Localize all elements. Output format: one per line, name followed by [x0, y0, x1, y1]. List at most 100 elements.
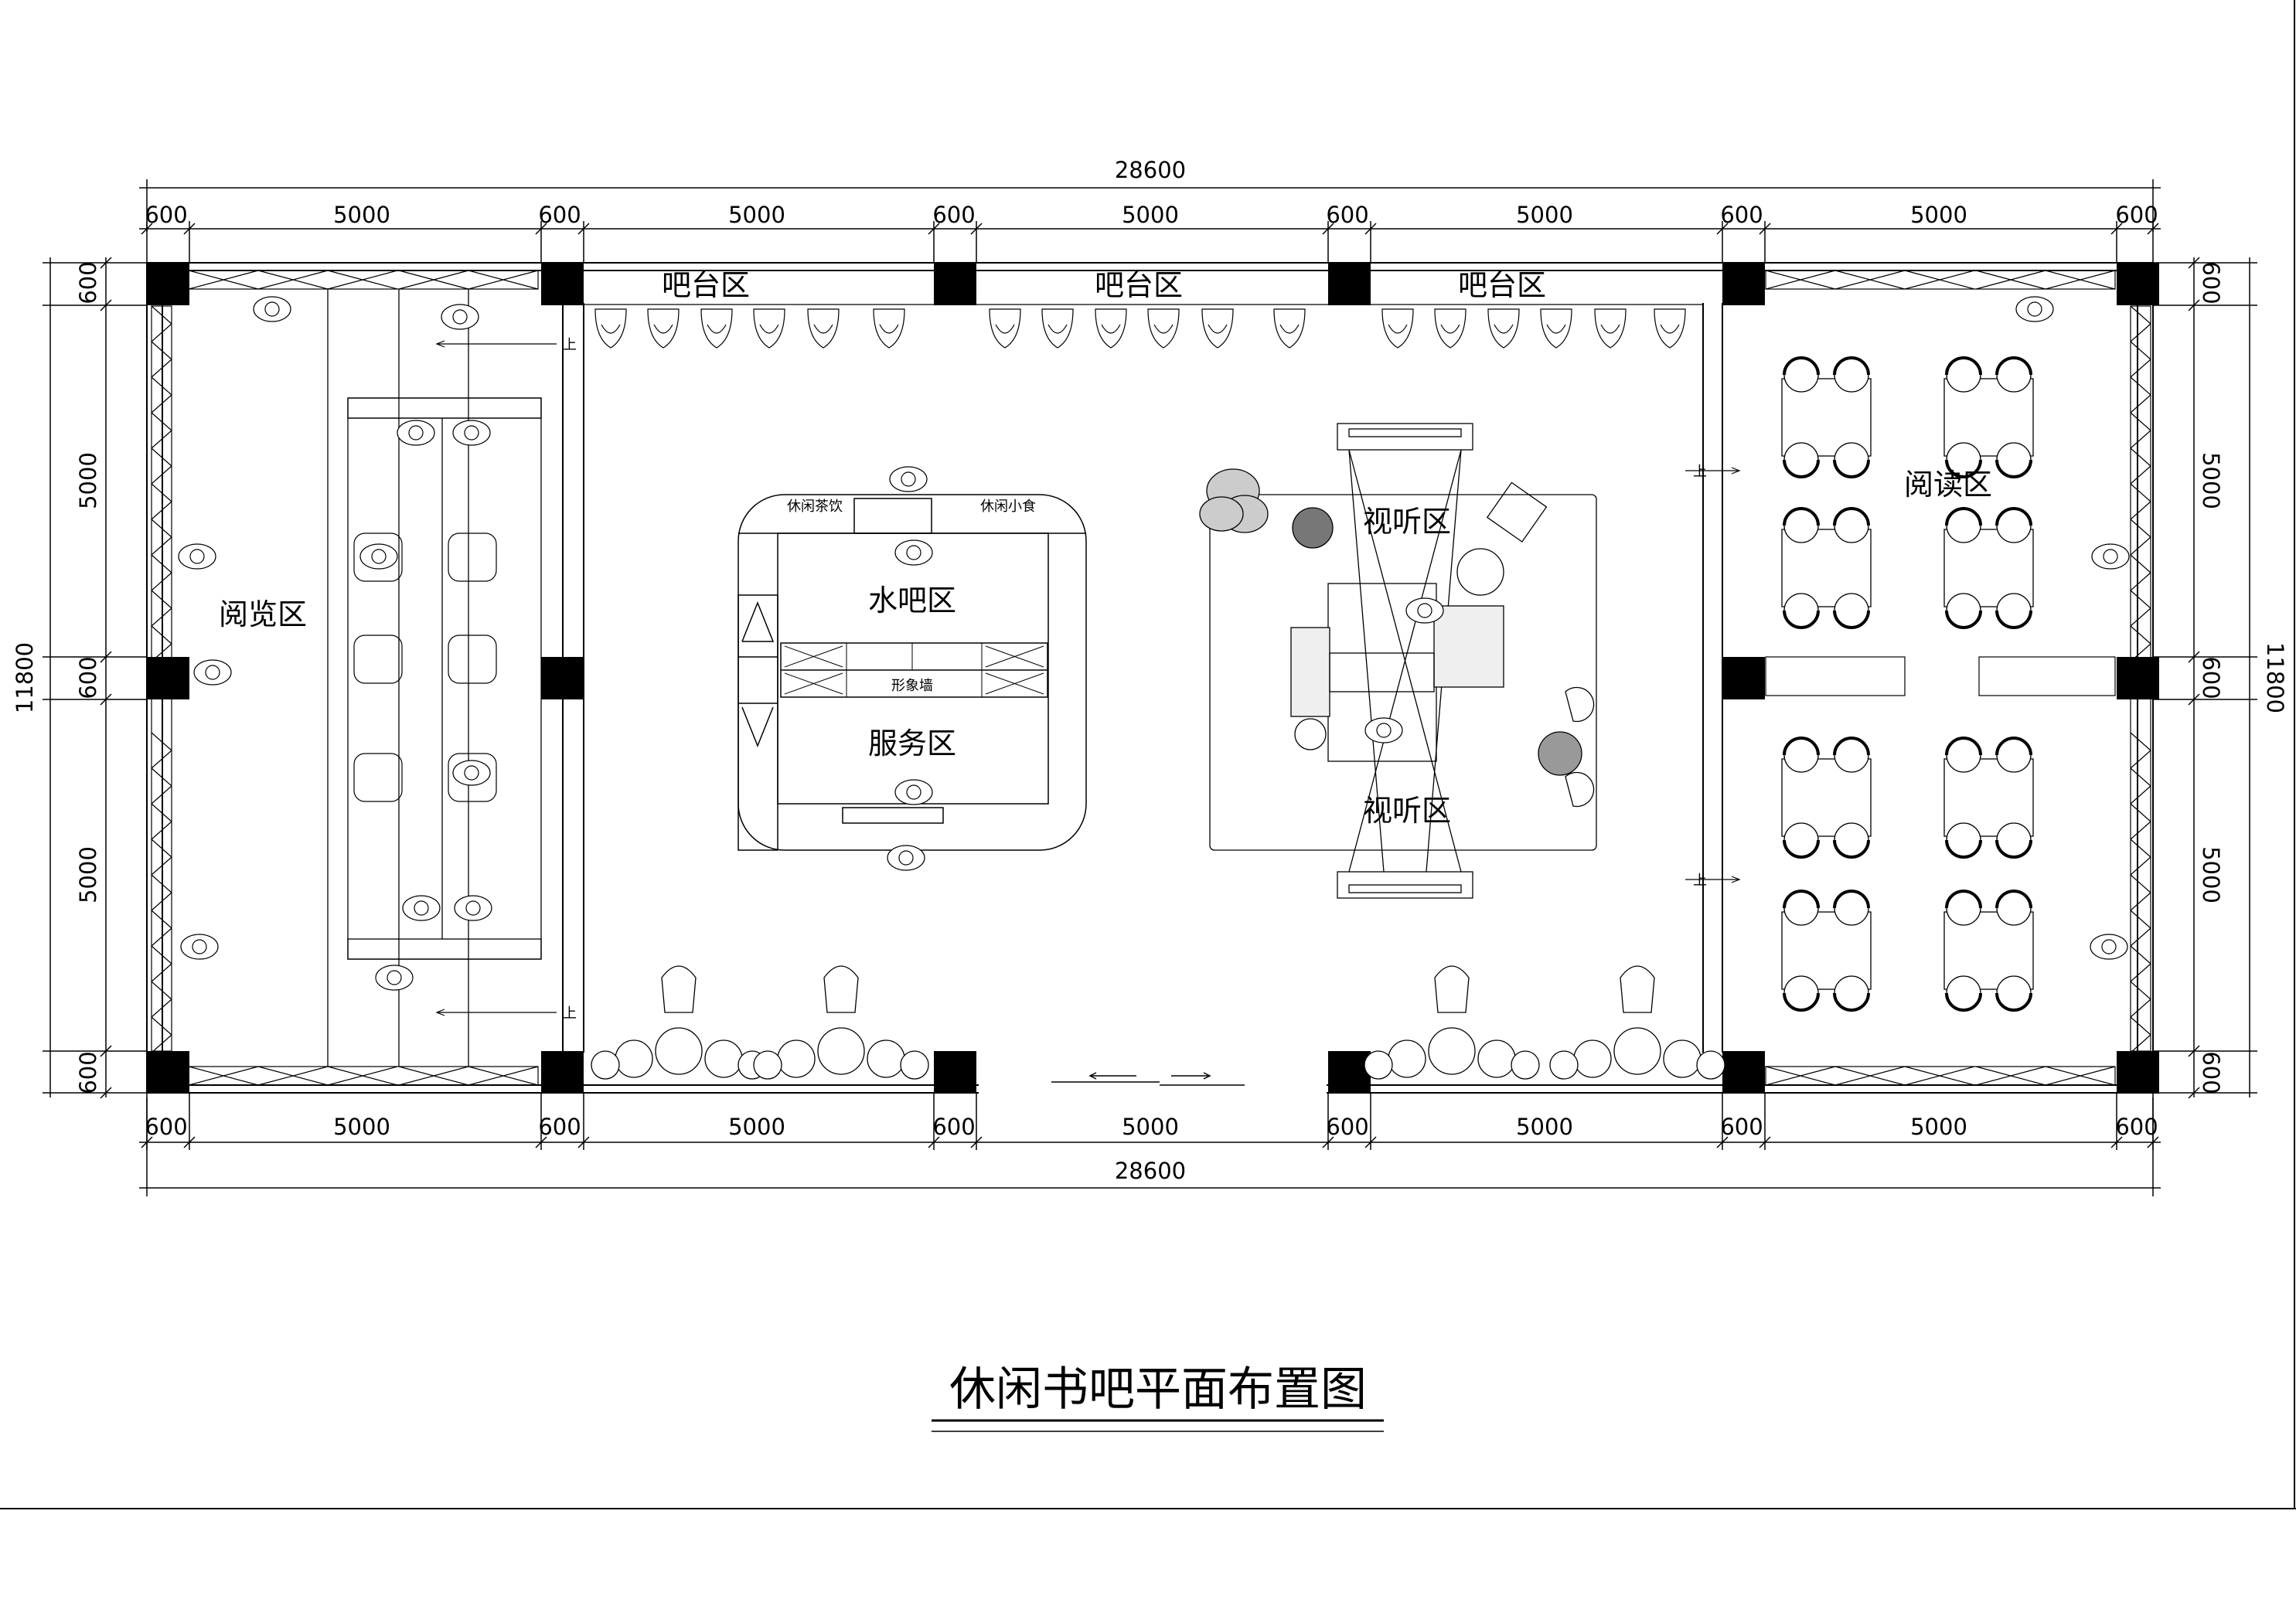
dim-tick [928, 223, 940, 235]
chair-back [1995, 610, 2032, 629]
chair-back [1995, 839, 2032, 859]
bar-stool [1041, 308, 1074, 349]
bar-stool [1095, 308, 1127, 349]
glazing-hatch [2045, 270, 2116, 290]
chair-back [1945, 890, 1982, 909]
dim-tick [100, 693, 112, 706]
lounge-chair [661, 965, 697, 1013]
lounge-chair [1573, 1039, 1612, 1078]
reading-chair [1783, 356, 1820, 393]
dim-tick [2188, 693, 2200, 706]
dim-text: 600 [2115, 1114, 2158, 1140]
chair-back [1945, 610, 1982, 629]
glazing-hatch [151, 839, 172, 858]
reading-chair [1995, 593, 2032, 629]
reading-chair [1833, 737, 1870, 773]
person-figure [454, 895, 492, 921]
person-head [1549, 1050, 1579, 1080]
bar-stool-seat [653, 324, 673, 334]
zone-label-service: 服务区 [868, 726, 956, 760]
glazing-hatch [2130, 590, 2151, 609]
glazing-hatch [151, 305, 172, 325]
dim-text: 5000 [2198, 846, 2224, 903]
person-figure [1364, 717, 1403, 743]
person-figure [402, 895, 441, 921]
dim-text: 5000 [333, 1114, 390, 1140]
zone-label-bar-1: 吧台区 [662, 268, 750, 302]
av-lounge [1199, 423, 1597, 899]
glazing-hatch [1765, 270, 1836, 290]
dim-tick [100, 299, 112, 311]
round-table [1428, 1027, 1476, 1075]
right-dimension-column: 11800 600 5000 600 5000 600 [2198, 261, 2288, 1094]
bar-stool [1654, 308, 1686, 349]
chair-back [1995, 459, 2032, 478]
reading-chair [1995, 507, 2032, 543]
person-figure [178, 543, 216, 570]
glazing-hatch [2130, 803, 2151, 822]
chair-back [1783, 610, 1820, 629]
glazing-hatch [151, 874, 172, 893]
glazing-hatch [151, 341, 172, 360]
dim-text: 600 [1720, 202, 1763, 228]
person-head [387, 970, 402, 985]
dim-tick [1716, 223, 1729, 235]
person-head [464, 765, 479, 781]
glazing-hatch [2130, 394, 2151, 413]
glazing-hatch [2130, 412, 2151, 431]
glazing-hatch [151, 910, 172, 929]
glazing-hatch [151, 465, 172, 485]
person-figure [1405, 597, 1444, 624]
glazing-hatch [1904, 270, 1975, 290]
bar-stool-seat [1153, 324, 1174, 334]
bar-stool-seat [601, 324, 621, 334]
chair-back [1833, 356, 1870, 376]
dim-text: 600 [2115, 202, 2158, 228]
reading-chair [1945, 356, 1982, 393]
bar-stool-seat [995, 324, 1015, 334]
glazing-hatch [151, 607, 172, 627]
seating-cluster [591, 965, 767, 1080]
person-figure [359, 543, 398, 570]
glazing-hatch [2130, 963, 2151, 982]
person-head [901, 471, 916, 487]
glazing-hatch [151, 536, 172, 556]
dim-tick [2188, 1087, 2200, 1099]
dim-text: 600 [538, 202, 581, 228]
glazing-hatch [2130, 1016, 2151, 1036]
lounge-chair [823, 965, 859, 1013]
person-figure [452, 420, 491, 446]
glazing-hatch [257, 270, 329, 290]
reading-chair [1945, 975, 1982, 1012]
bar-stool [1594, 308, 1627, 349]
chair-back [1945, 839, 1982, 859]
dim-text: 600 [75, 261, 101, 304]
dim-tick [2147, 223, 2159, 235]
chair-back [1945, 992, 1982, 1012]
glazing-hatch [2130, 501, 2151, 520]
person-head [753, 1050, 782, 1080]
lounge-chair [1434, 965, 1470, 1013]
bottom-dimension-row: 600 5000 600 5000 600 5000 600 5000 600 … [145, 1114, 2158, 1140]
chair-back [1833, 610, 1870, 629]
bar-stool [1487, 308, 1520, 349]
person-figure [180, 934, 219, 960]
glazing-hatch [151, 501, 172, 520]
bar-stool [1381, 308, 1414, 349]
glazing-hatch [468, 1066, 539, 1086]
up-label: 上 [1693, 464, 1707, 480]
person-head [371, 549, 387, 564]
glazing-hatch [2130, 874, 2151, 893]
reading-stools [353, 532, 497, 802]
overall-height-left: 11800 [12, 642, 38, 713]
dim-tick [1322, 223, 1334, 235]
dim-tick [2188, 651, 2200, 663]
dim-text: 5000 [728, 1114, 785, 1140]
glazing-hatch [327, 270, 398, 290]
person-head [900, 1050, 929, 1080]
person-head [1696, 1050, 1725, 1080]
dim-text: 600 [2198, 261, 2224, 304]
glazing-hatch [2130, 359, 2151, 378]
dim-tick [1759, 223, 1771, 235]
